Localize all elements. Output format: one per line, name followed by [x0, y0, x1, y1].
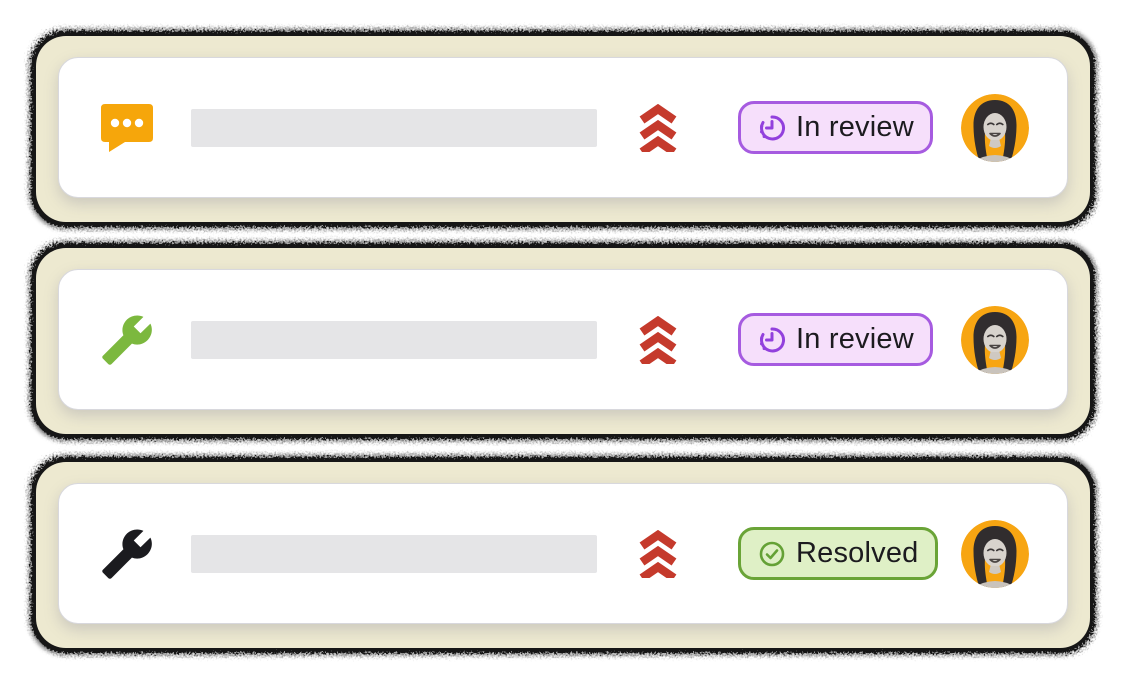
clock-pending-icon — [760, 114, 786, 140]
status-label: In review — [796, 323, 914, 355]
ticket-card-frame: In review — [36, 248, 1090, 434]
status-label: Resolved — [796, 537, 919, 569]
comment-icon — [99, 100, 155, 156]
ticket-card: In review — [31, 243, 1095, 439]
ticket-card: In review — [31, 31, 1095, 227]
wrench-icon — [99, 526, 155, 582]
check-circle-icon — [759, 541, 785, 566]
priority-urgent-icon — [638, 315, 678, 364]
ticket-row[interactable]: In review — [58, 269, 1068, 410]
title-skeleton — [191, 108, 597, 147]
ticket-card-frame: Resolved — [36, 462, 1090, 648]
ticket-row[interactable]: Resolved — [58, 483, 1068, 624]
ticket-row[interactable]: In review — [58, 57, 1068, 198]
ticket-card-frame: In review — [36, 36, 1090, 222]
status-badge[interactable]: Resolved — [738, 527, 938, 580]
status-badge[interactable]: In review — [738, 313, 933, 366]
ticket-card: Resolved — [31, 457, 1095, 653]
assignee-avatar[interactable] — [961, 520, 1029, 588]
title-skeleton — [191, 320, 597, 359]
assignee-avatar[interactable] — [961, 306, 1029, 374]
title-skeleton — [191, 534, 597, 573]
status-badge[interactable]: In review — [738, 101, 933, 154]
wrench-icon — [99, 312, 155, 368]
priority-urgent-icon — [638, 529, 678, 578]
status-label: In review — [796, 111, 914, 143]
assignee-avatar[interactable] — [961, 94, 1029, 162]
clock-pending-icon — [760, 326, 786, 352]
priority-urgent-icon — [638, 103, 678, 152]
